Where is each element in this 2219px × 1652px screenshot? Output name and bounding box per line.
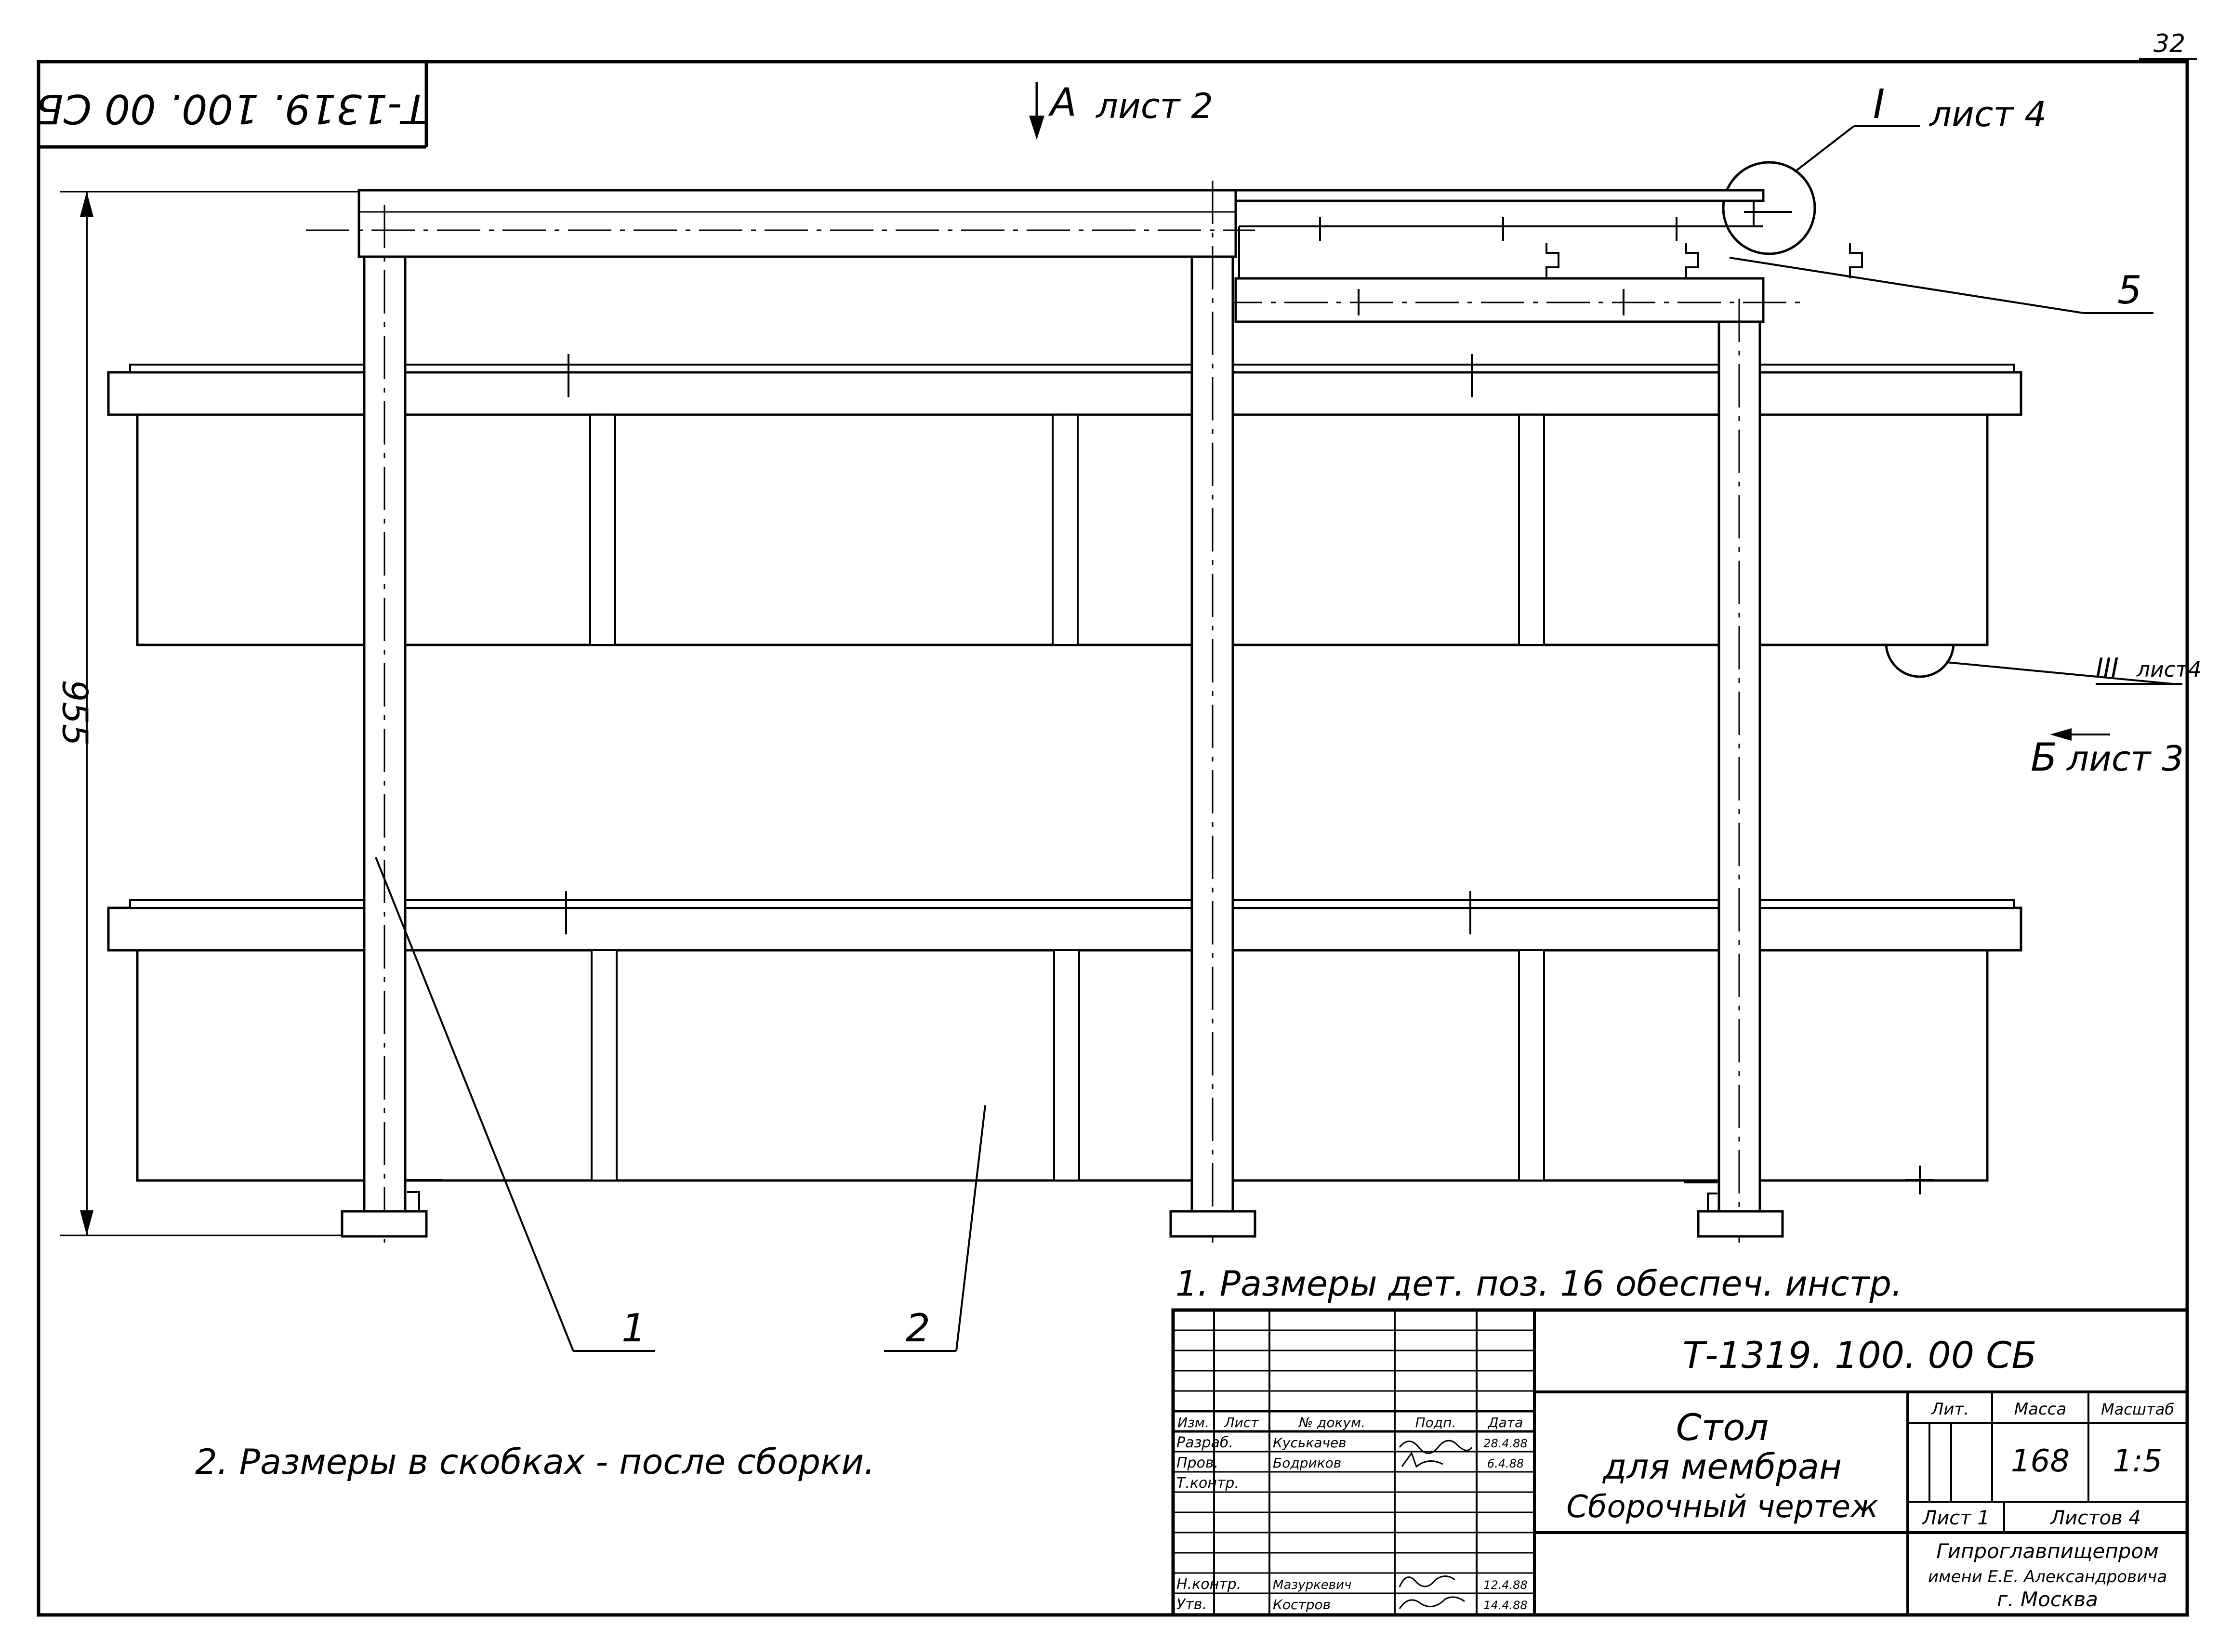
node-1-sheet: лист 4 [1928,94,2047,134]
node-3-number: III [2096,653,2119,683]
node-1-number: I [1873,80,1885,128]
role-norm-control: Н.контр. [1176,1576,1241,1593]
org-line-2: имени Е.Е. Александровича [1928,1567,2167,1586]
rev-header-doc: № докум. [1298,1415,1365,1430]
shelf-lower [107,891,2022,1194]
rev-header-sign: Подп. [1415,1415,1456,1430]
org-line-3: г. Москва [1997,1587,2098,1611]
position-2-label: 2 [906,1306,930,1350]
top-frame [306,189,1863,323]
rev-header-date: Дата [1487,1415,1523,1430]
note-1: 1. Размеры дет. поз. 16 обеспеч. инстр. [1176,1263,1902,1304]
sheet-frame: 32 [37,29,2197,1617]
node-3-sheet: лист4 [2136,657,2202,682]
signature-norm-control [1399,1575,1455,1587]
view-b-reference: Б лист 3 [2031,728,2184,780]
dimension-955: 955 [54,680,95,746]
date-developer: 28.4.88 [1483,1437,1528,1450]
col-scale: Масштаб [2101,1400,2174,1418]
view-a-sheet: лист 2 [1095,86,1213,126]
view-a-letter: А [1048,80,1077,125]
signature-approved [1399,1596,1465,1609]
note-2: 2. Размеры в скобках - после сборки. [195,1442,875,1482]
role-developer: Разраб. [1176,1434,1233,1451]
title-block: Т-1319. 100. 00 СБ Стол для мембран Сбор… [1171,1308,2189,1617]
role-tech-control: Т.контр. [1176,1475,1239,1492]
sheet-label: Лист 1 [1921,1507,1990,1529]
page-number: 32 [2153,29,2185,58]
role-checker: Пров. [1176,1455,1218,1471]
position-leaders: 1 2 5 [375,257,2153,1352]
height-dimension: 955 [54,191,366,1236]
legs [341,181,1784,1243]
rotated-designation: Т-1319. 100. 00 СБ [36,62,428,149]
sheets-label: Листов 4 [2049,1507,2141,1529]
signature-checker [1401,1451,1443,1468]
name-approved: Костров [1273,1597,1331,1613]
title-name-3: Сборочный чертеж [1566,1489,1878,1525]
role-approved: Утв. [1176,1596,1207,1613]
name-developer: Куськачев [1273,1435,1347,1451]
rotated-code-text: Т-1319. 100. 00 СБ [36,85,427,132]
mass-value: 168 [2011,1443,2070,1479]
rev-header-izm: Изм. [1177,1415,1209,1430]
name-norm-control: Мазуркевич [1273,1578,1351,1592]
scale-value: 1:5 [2113,1443,2163,1479]
date-approved: 14.4.88 [1483,1599,1528,1612]
title-designation: Т-1319. 100. 00 СБ [1682,1334,2036,1377]
position-1-label: 1 [621,1306,646,1350]
rev-header-list: Лист [1224,1415,1259,1430]
position-5-label: 5 [2117,268,2142,313]
date-norm-control: 12.4.88 [1483,1578,1528,1592]
view-b-sheet: лист 3 [2066,738,2184,779]
col-stage: Лит. [1930,1400,1969,1419]
name-checker: Бодриков [1273,1455,1341,1471]
col-mass: Масса [2014,1400,2066,1419]
org-line-1: Гипроглавпищепром [1936,1539,2159,1563]
shelf-upper [107,354,2022,646]
node-1-callout: I лист 4 [1722,80,2047,255]
signature-developer [1399,1440,1473,1454]
title-name-1: Стол [1676,1406,1769,1449]
date-checker: 6.4.88 [1487,1457,1524,1470]
title-name-2: для мембран [1602,1446,1842,1487]
view-a-reference: А лист 2 [1029,80,1213,140]
node-3-callout: III лист4 [1885,608,2202,685]
view-b-letter: Б [2031,735,2057,780]
